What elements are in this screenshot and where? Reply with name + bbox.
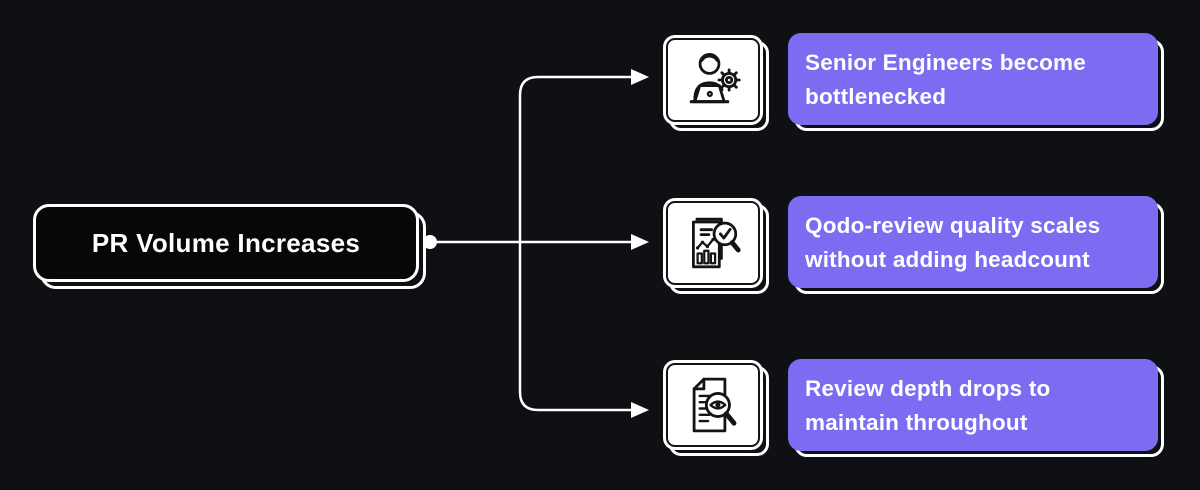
analytics-report-glyph (692, 217, 741, 269)
connector-top (518, 75, 631, 242)
document-eye-magnifier-icon (663, 360, 763, 450)
document-eye-magnifier-glyph (692, 377, 737, 433)
branch-label-card-bottlenecked: Senior Engineers become bottlenecked (788, 33, 1158, 125)
analytics-report-magnifier-check-icon (663, 198, 763, 288)
arrowhead-top-icon (631, 69, 649, 85)
branch-label-line: maintain throughout (805, 409, 1028, 435)
branch-label-card-quality-scales: Qodo-review quality scales without addin… (788, 196, 1158, 288)
connector-bottom (518, 242, 631, 412)
branch-label-line: bottlenecked (805, 83, 947, 109)
branch-label-line: Senior Engineers become (805, 49, 1086, 75)
branch-label-line: without adding headcount (805, 246, 1090, 272)
branch-label-line: Review depth drops to (805, 375, 1051, 401)
root-node-label: PR Volume Increases (91, 227, 361, 258)
root-node-pr-volume: PR Volume Increases (33, 204, 419, 282)
engineer-with-gear-glyph (689, 53, 741, 104)
arrowhead-bottom-icon (631, 402, 649, 418)
arrowhead-middle-icon (631, 234, 649, 250)
branch-label-line: Qodo-review quality scales (805, 212, 1101, 238)
branch-label-card-review-depth: Review depth drops to maintain throughou… (788, 359, 1158, 451)
engineer-with-gear-icon (663, 35, 763, 125)
